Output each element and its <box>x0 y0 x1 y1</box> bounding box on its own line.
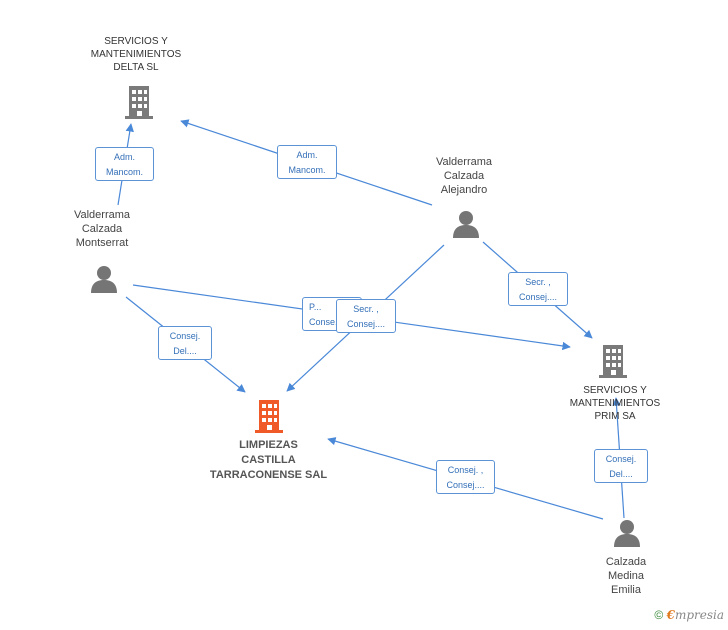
company-node-limpiezas[interactable]: LIMPIEZAS CASTILLA TARRACONENSE SAL <box>196 438 341 483</box>
person-name-emilia: Calzada Medina Emilia <box>605 556 647 596</box>
relation-label[interactable]: Adm.Mancom. <box>277 145 337 179</box>
relation-label[interactable]: Consej.Del.... <box>594 449 648 483</box>
relation-label[interactable]: Secr. ,Consej.... <box>336 299 396 333</box>
relation-label[interactable]: Secr. ,Consej.... <box>508 272 568 306</box>
building-icon[interactable] <box>122 84 156 120</box>
company-name-delta: SERVICIOS Y MANTENIMIENTOS DELTA SL <box>90 36 182 73</box>
building-icon[interactable] <box>596 343 630 379</box>
relation-label[interactable]: Consej.Del.... <box>158 326 212 360</box>
company-node-prim[interactable]: SERVICIOS Y MANTENIMIENTOS PRIM SA <box>555 384 675 423</box>
relation-label[interactable]: Adm.Mancom. <box>95 147 154 181</box>
copyright-symbol: © <box>654 608 664 622</box>
company-name-limpiezas: LIMPIEZAS CASTILLA TARRACONENSE SAL <box>209 439 328 481</box>
brand-footer: © €mpresia <box>654 608 724 622</box>
person-node-montserrat[interactable]: Valderrama Calzada Montserrat <box>52 208 152 250</box>
person-icon[interactable] <box>89 264 119 294</box>
brand-logo: €mpresia <box>666 608 724 622</box>
company-node-delta[interactable]: SERVICIOS Y MANTENIMIENTOS DELTA SL <box>76 35 196 74</box>
person-node-emilia[interactable]: Calzada Medina Emilia <box>576 555 676 597</box>
person-name-alejandro: Valderrama Calzada Alejandro <box>435 156 493 196</box>
building-icon-focus[interactable] <box>252 398 286 434</box>
person-name-montserrat: Valderrama Calzada Montserrat <box>73 209 131 249</box>
person-icon[interactable] <box>451 209 481 239</box>
company-name-prim: SERVICIOS Y MANTENIMIENTOS PRIM SA <box>569 385 661 422</box>
person-icon[interactable] <box>612 518 642 548</box>
relation-label[interactable]: Consej. ,Consej.... <box>436 460 495 494</box>
person-node-alejandro[interactable]: Valderrama Calzada Alejandro <box>414 155 514 197</box>
